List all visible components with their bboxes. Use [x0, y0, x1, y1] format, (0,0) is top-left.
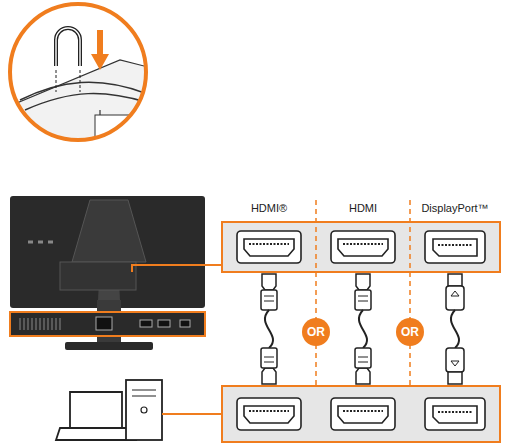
port-label: HDMI®: [222, 202, 316, 214]
port-column: DisplayPort™: [410, 222, 500, 272]
or-label: OR: [401, 325, 419, 339]
port-column: HDMI®: [222, 222, 316, 272]
port-column: HDMI: [316, 222, 410, 272]
or-label: OR: [307, 325, 325, 339]
port-label: HDMI: [316, 202, 410, 214]
port-label: DisplayPort™: [410, 202, 500, 214]
or-badge: OR: [302, 318, 330, 346]
or-badge: OR: [396, 318, 424, 346]
